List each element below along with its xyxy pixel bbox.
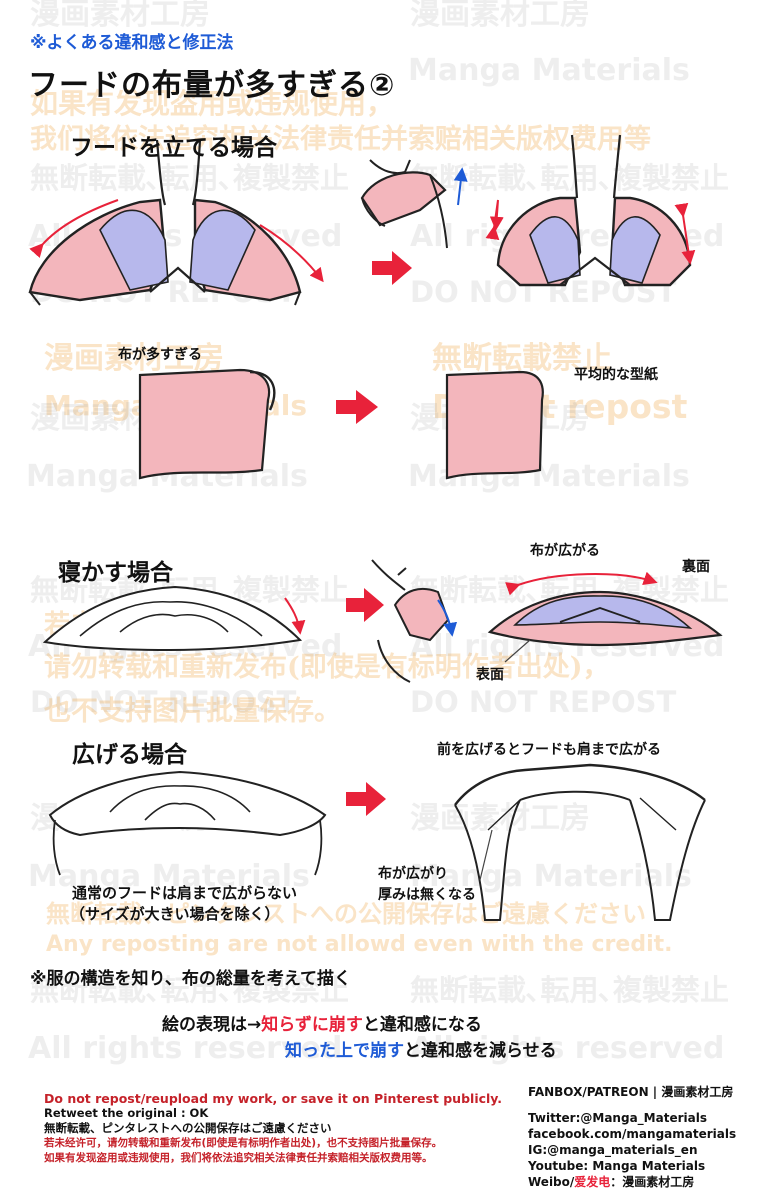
footer-youtube-link[interactable]: Youtube: Manga Materials xyxy=(528,1159,706,1173)
footer-line-4: 若未经许可，请勿转载和重新发布(即使是有标明作者出处)，也不支持图片批量保存。 xyxy=(44,1137,443,1149)
big-arrow-4 xyxy=(346,782,386,816)
footer-weibo-link[interactable]: Weibo/爱发电：漫画素材工房 xyxy=(528,1174,736,1190)
note-expression-prefix: 絵の表現は→ xyxy=(162,1015,262,1035)
footer-line-5: 如果有发现盗用或违规使用，我们将依法追究相关法律责任并索赔相关版权费用等。 xyxy=(44,1152,433,1164)
label-cloth-spreads: 布が広がる xyxy=(530,543,600,559)
footer-line-3: 無断転載、ピンタレストへの公開保存はご遠慮ください xyxy=(44,1121,332,1135)
section-title-lying: 寝かす場合 xyxy=(58,560,173,586)
footer-twitter-link[interactable]: Twitter:@Manga_Materials xyxy=(528,1111,707,1125)
label-cloth-spreads-thin-2: 厚みは無くなる xyxy=(378,887,476,903)
footer-fanbox-name: 漫画素材工房 xyxy=(661,1085,734,1099)
section-title-spread: 広げる場合 xyxy=(72,742,187,768)
label-cloth-spreads-thin-1: 布が広がり xyxy=(378,866,448,882)
hood-lying-drawing xyxy=(42,585,306,652)
label-normal-hood-1: 通常のフードは肩まで広がらない xyxy=(72,884,298,902)
label-normal-hood-2: （サイズが大きい場合を除く） xyxy=(70,905,280,923)
page-title: フードの布量が多すぎる② xyxy=(28,68,396,103)
footer-weibo-suffix: ：漫画素材工房 xyxy=(610,1175,695,1189)
footer-weibo-red: 爱发电 xyxy=(574,1175,611,1189)
series-label: ※よくある違和感と修正法 xyxy=(30,33,234,53)
note-expression2-suffix: と違和感を減らせる xyxy=(404,1041,557,1061)
label-average-pattern: 平均的な型紙 xyxy=(574,367,658,383)
footer-facebook-link[interactable]: facebook.com/mangamaterials xyxy=(528,1127,737,1141)
pattern-average xyxy=(445,370,544,480)
note-expression-suffix: と違和感になる xyxy=(362,1015,482,1035)
note-expression-1: 絵の表現は→知らずに崩すと違和感になる xyxy=(162,1010,482,1035)
label-spread-front: 前を広げるとフードも肩まで広がる xyxy=(437,742,661,758)
note-structure: ※服の構造を知り、布の総量を考えて描く xyxy=(30,969,351,989)
footer-line-1: Do not repost/reupload my work, or save … xyxy=(44,1091,503,1106)
hood-spread-normal-drawing xyxy=(48,770,327,876)
footer-weibo-prefix: Weibo/ xyxy=(528,1175,575,1189)
note-expression-2: 知った上で崩すと違和感を減らせる xyxy=(285,1036,557,1061)
big-arrow-1 xyxy=(372,251,412,285)
pattern-too-much xyxy=(138,368,276,480)
big-arrow-2 xyxy=(336,390,378,424)
footer-fanbox-sep: | xyxy=(648,1085,662,1099)
label-front-side: 表面 xyxy=(476,667,504,683)
hood-up-fixed-drawing xyxy=(494,134,696,287)
hood-up-side-drawing xyxy=(360,159,468,249)
footer-notice: Do not repost/reupload my work, or save … xyxy=(44,1091,502,1166)
hood-lying-spread-drawing xyxy=(487,571,723,663)
hood-up-too-much-drawing xyxy=(28,139,324,306)
footer-line-2: Retweet the original : OK xyxy=(44,1106,209,1120)
footer-social: FANBOX/PATREON | 漫画素材工房 Twitter:@Manga_M… xyxy=(528,1084,736,1190)
label-back-side: 裏面 xyxy=(682,559,710,575)
label-too-much-cloth: 布が多すぎる xyxy=(118,347,202,363)
footer-fanbox-label: FANBOX/PATREON xyxy=(528,1085,649,1099)
big-arrow-3 xyxy=(346,588,384,622)
note-expression2-blue: 知った上で崩す xyxy=(285,1041,404,1061)
note-expression-red: 知らずに崩す xyxy=(261,1015,363,1035)
hood-spread-open-drawing xyxy=(454,763,706,921)
footer-fanbox[interactable]: FANBOX/PATREON | 漫画素材工房 xyxy=(528,1084,736,1100)
footer-ig-link[interactable]: IG:@manga_materials_en xyxy=(528,1143,698,1157)
hood-lying-side-drawing xyxy=(371,559,458,683)
section-title-standing: フードを立てる場合 xyxy=(70,135,277,161)
